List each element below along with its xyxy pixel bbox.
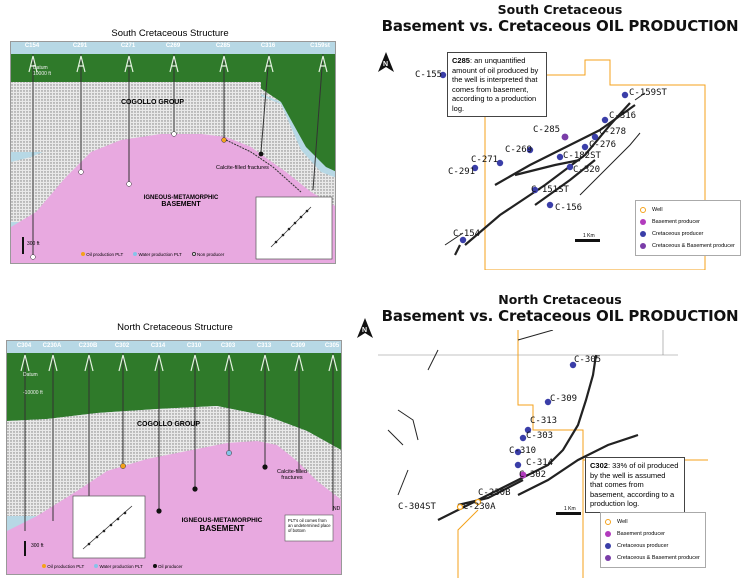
south-map-well-c151st[interactable]: C-151ST (531, 185, 569, 195)
south-scale-label: 300 ft (27, 241, 40, 247)
south-map-title: South Cretaceous Basement vs. Cretaceous… (381, 2, 739, 35)
north-nd-label: ND (333, 506, 341, 512)
south-datum: Datum 10000 ft (33, 65, 52, 77)
north-map-well-c310[interactable]: C-310 (509, 446, 537, 456)
north-map-scale: 1 Km (564, 506, 576, 512)
north-section-svg (7, 341, 341, 574)
south-fracture-label: Calcite-filled fractures (216, 165, 269, 171)
north-well-c314: C314 (150, 343, 166, 349)
south-section-title: South Cretaceous Structure (111, 28, 229, 39)
south-map-labels: C-155 C-159ST C-316 C-278 C-276 C-285 C-… (405, 45, 750, 270)
south-well-c271: C271 (120, 43, 136, 49)
north-well-c303: C303 (220, 343, 236, 349)
north-datum: Datum -10000 ft (23, 372, 43, 396)
north-well-c302: C302 (114, 343, 130, 349)
south-well-c285: C285 (215, 43, 231, 49)
north-group-label: COGOLLO GROUP (137, 421, 200, 428)
north-section-title: North Cretaceous Structure (117, 322, 233, 333)
south-well-c291: C291 (72, 43, 88, 49)
south-well-c159st: C159st (310, 43, 330, 49)
south-map-well-c155[interactable]: C-155 (415, 70, 443, 80)
north-arrow-icon (378, 52, 394, 72)
north-scale-label: 300 ft (31, 543, 44, 549)
north-north-label: N (362, 327, 368, 334)
south-map-well-c291[interactable]: C-291 (448, 167, 476, 177)
north-map-well-c303[interactable]: C-303 (526, 431, 554, 441)
south-map-well-c276[interactable]: C-276 (589, 140, 617, 150)
south-map-well-c154[interactable]: C-154 (453, 229, 481, 239)
south-map-well-c271[interactable]: C-271 (471, 155, 499, 165)
south-map-well-c316[interactable]: C-316 (609, 111, 637, 121)
south-map-well-c156[interactable]: C-156 (555, 203, 583, 213)
north-section-diagram: Datum -10000 ft COGOLLO GROUP IGNEOUS-ME… (6, 340, 342, 575)
south-map-well-c285[interactable]: C-285 (533, 125, 561, 135)
north-map-well-c309[interactable]: C-309 (550, 394, 578, 404)
south-well-c154: C154 (24, 43, 40, 49)
south-map-well-c269[interactable]: C-269 (505, 145, 533, 155)
north-well-c310: C310 (186, 343, 202, 349)
north-well-c305: C305 (324, 343, 340, 349)
south-north-label: N (383, 61, 389, 68)
south-map-well-c182st[interactable]: C-182ST (563, 151, 601, 161)
north-well-c309: C309 (290, 343, 306, 349)
south-section-svg (11, 42, 335, 263)
south-section-diagram: Datum 10000 ft COGOLLO GROUP IGNEOUS-MET… (10, 41, 336, 264)
south-well-c316: C316 (260, 43, 276, 49)
north-map-legend: Well Basement producer Cretaceous produc… (600, 512, 706, 568)
south-basement-label: IGNEOUS-METAMORPHIC BASEMENT (143, 195, 219, 208)
north-well-c304: C304 (16, 343, 32, 349)
south-map-well-c159st[interactable]: C-159ST (629, 88, 667, 98)
north-map-well-c304st[interactable]: C-304ST (398, 502, 436, 512)
south-well-labels: C154 C291 C271 C269 C285 C316 C159st (10, 43, 336, 53)
north-map-well-c314[interactable]: C-314 (526, 458, 554, 468)
south-well-c269: C269 (165, 43, 181, 49)
north-well-c230a: C230A (42, 343, 62, 349)
north-well-c230b: C230B (78, 343, 98, 349)
north-map-well-c230b[interactable]: C-230B (478, 488, 511, 498)
south-map-legend: Well Basement producer Cretaceous produc… (635, 200, 741, 256)
north-map-well-c302[interactable]: C-302 (519, 470, 547, 480)
north-map-title: North Cretaceous Basement vs. Cretaceous… (381, 292, 739, 325)
north-well-labels: C304 C230A C230B C302 C314 C310 C303 C31… (6, 343, 342, 353)
south-map-svg (439, 59, 706, 270)
north-fracture-label: Calcite-filled fractures (277, 469, 307, 481)
south-map-well-c278[interactable]: C-278 (599, 127, 627, 137)
south-map-scale: 1 Km (583, 233, 595, 239)
north-map-note: C302: 33% of oil produced by the well is… (585, 457, 685, 513)
north-map-labels: C-305 C-309 C-313 C-303 C-310 C-314 C-30… (378, 330, 748, 578)
north-section-legend: Oil production PLT Water production PLT … (42, 564, 183, 569)
south-map-note: C285: an unquantified amount of oil prod… (447, 52, 547, 117)
south-group-label: COGOLLO GROUP (121, 99, 184, 106)
north-map-well-c313[interactable]: C-313 (530, 416, 558, 426)
north-plt-note: PLT's oil comes from an undetermined pla… (288, 518, 331, 533)
south-section-legend: Oil production PLT Water production PLT … (81, 252, 224, 257)
north-map-well-c305[interactable]: C-305 (574, 355, 602, 365)
north-basement-label: IGNEOUS-METAMORPHIC BASEMENT (181, 517, 263, 533)
north-arrow-icon-2 (357, 318, 373, 338)
north-well-c313: C313 (256, 343, 272, 349)
south-map-well-c320[interactable]: C-320 (573, 165, 601, 175)
north-map-well-c230a[interactable]: C-230A (463, 502, 496, 512)
